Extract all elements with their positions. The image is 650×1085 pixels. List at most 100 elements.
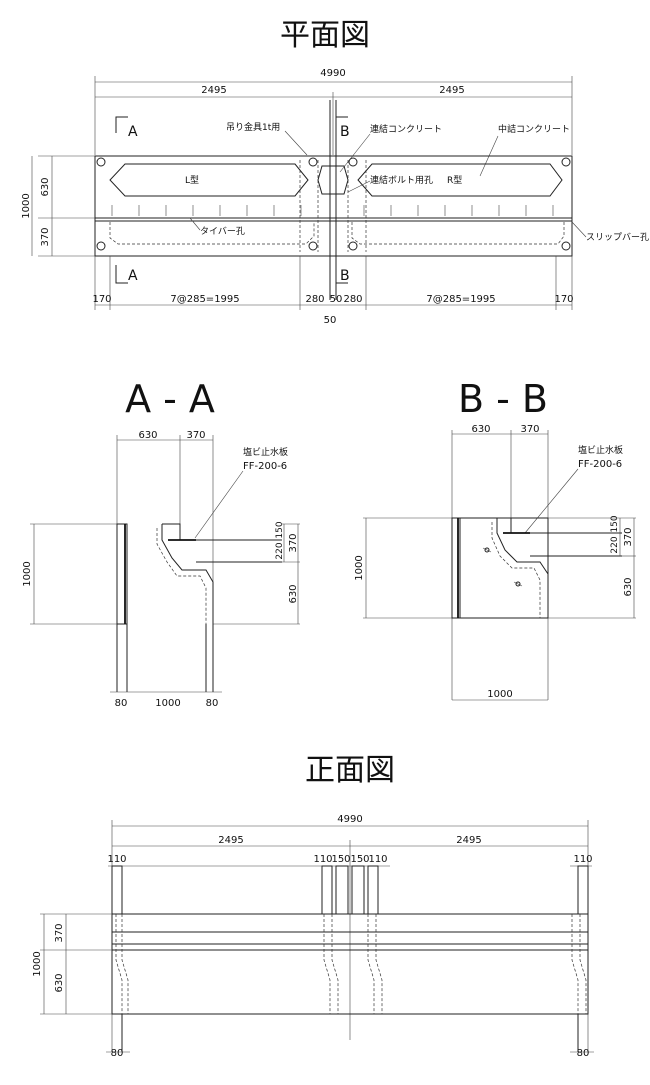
bb-dim-220: 220 <box>610 536 620 553</box>
aa-dim-630-v: 630 <box>288 584 299 603</box>
front-dim-630: 630 <box>54 973 65 992</box>
front-posts <box>111 865 589 915</box>
plan-dim-overall: 4990 <box>320 68 345 79</box>
plan-hidden-right <box>351 222 565 245</box>
plan-dim-170-left: 170 <box>92 294 111 305</box>
bb-left-strip <box>451 517 461 619</box>
section-a-label-bottom: A <box>128 268 138 284</box>
front-dim-half-left: 2495 <box>218 835 243 846</box>
bb-profile-hidden <box>491 522 541 618</box>
octagon-left <box>109 163 309 197</box>
bb-dim-1000: 1000 <box>354 555 365 580</box>
aa-profile-left <box>161 524 214 624</box>
aa-dim-1000: 1000 <box>22 561 33 586</box>
leader-tie-bar <box>189 217 201 231</box>
front-dim-half-right: 2495 <box>456 835 481 846</box>
octagon-center <box>317 165 349 195</box>
bb-label-waterstop-code: FF-200-6 <box>578 459 622 470</box>
bb-leader-waterstop <box>524 468 579 534</box>
aa-dim-370: 370 <box>186 430 205 441</box>
bb-dim-370-v: 370 <box>623 527 634 546</box>
aa-dim-370-v: 370 <box>288 533 299 552</box>
front-title: 正面図 <box>305 753 395 788</box>
section-bb-title: B - B <box>458 377 548 421</box>
lifting-points <box>96 157 571 251</box>
front-body <box>111 913 589 1015</box>
aa-profile-top <box>162 523 282 541</box>
plan-dim-half-right: 2495 <box>439 85 464 96</box>
label-slip-bar: スリップバー孔 <box>586 232 649 243</box>
section-bb-view: B - B 630 370 塩ビ止水板 FF-200-6 1000 150 <box>354 377 636 701</box>
bb-dim-150: 150 <box>610 515 620 532</box>
section-b-label-bottom: B <box>340 268 350 284</box>
plan-dim-50-bottom: 50 <box>324 315 337 326</box>
front-dim-370: 370 <box>54 923 65 942</box>
aa-dim-1000-bottom: 1000 <box>155 698 180 709</box>
aa-leader-waterstop <box>194 470 244 539</box>
plan-dim-280-right: 280 <box>343 294 362 305</box>
section-a-marker-top <box>115 116 128 133</box>
plan-dim-630: 630 <box>40 177 51 196</box>
section-aa-title: A - A <box>125 377 215 421</box>
front-dim-110-2: 110 <box>313 854 332 865</box>
label-joint-concrete: 連結コンクリート <box>370 123 442 135</box>
plan-dim-280-left: 280 <box>305 294 324 305</box>
section-aa-view: A - A 630 370 塩ビ止水板 FF-200-6 1000 150 <box>22 377 300 709</box>
bb-bolt-markers <box>482 547 523 587</box>
front-dim-150-2: 150 <box>350 854 369 865</box>
front-dim-110-4: 110 <box>573 854 592 865</box>
plan-view: 平面図 4990 2495 2495 A B 吊り金具1t用 連結コンクリート … <box>21 18 649 326</box>
plan-dim-pitch-right: 7@285=1995 <box>426 294 495 305</box>
label-lifting: 吊り金具1t用 <box>226 121 280 133</box>
aa-dim-80-right: 80 <box>206 698 219 709</box>
front-hidden-lines <box>115 914 587 1014</box>
label-tie-bar: タイバー孔 <box>200 226 245 237</box>
leader-lifting <box>284 130 308 156</box>
front-dim-overall: 4990 <box>337 814 362 825</box>
label-bolt-hole: 連結ボルト用孔 <box>370 174 433 186</box>
bb-label-waterstop: 塩ビ止水板 <box>578 444 623 456</box>
aa-label-waterstop: 塩ビ止水板 <box>243 446 288 458</box>
section-a-marker-bottom <box>115 265 128 284</box>
plan-dim-50-top: 50 <box>330 294 343 305</box>
plan-dim-pitch-left: 7@285=1995 <box>170 294 239 305</box>
aa-label-waterstop-code: FF-200-6 <box>243 461 287 472</box>
bb-dim-370: 370 <box>520 424 539 435</box>
aa-dim-220: 220 <box>275 542 285 559</box>
bb-profile-left <box>496 518 549 575</box>
label-l-type: L型 <box>185 175 199 186</box>
front-dim-80-right: 80 <box>577 1048 590 1059</box>
aa-left-panel <box>116 523 128 625</box>
front-dim-110-3: 110 <box>368 854 387 865</box>
plan-dim-170-right: 170 <box>554 294 573 305</box>
section-b-marker-bottom <box>335 265 348 284</box>
front-dim-150-1: 150 <box>331 854 350 865</box>
section-b-label-top: B <box>340 124 350 140</box>
plan-dim-370: 370 <box>40 227 51 246</box>
plan-hidden-left <box>109 222 315 245</box>
bb-dim-1000-bottom: 1000 <box>487 689 512 700</box>
front-dim-1000: 1000 <box>32 951 43 976</box>
leader-slip-bar <box>571 221 587 238</box>
front-view: 正面図 4990 2495 2495 110 110 150 150 110 1… <box>32 753 594 1059</box>
plan-outline <box>94 155 573 257</box>
plan-title: 平面図 <box>280 18 370 53</box>
section-a-label-top: A <box>128 124 138 140</box>
front-dim-80-left: 80 <box>111 1048 124 1059</box>
aa-dim-80-left: 80 <box>115 698 128 709</box>
aa-profile-hidden <box>156 528 207 624</box>
aa-dim-150: 150 <box>275 521 285 538</box>
tie-bar-holes <box>111 205 554 216</box>
label-fill-concrete: 中詰コンクリート <box>498 123 570 135</box>
bb-profile-top <box>497 517 622 534</box>
leader-joint-concrete <box>339 133 371 173</box>
plan-dim-half-left: 2495 <box>201 85 226 96</box>
bb-dim-630-v: 630 <box>623 577 634 596</box>
front-dim-110-1: 110 <box>107 854 126 865</box>
octagon-right <box>357 163 563 197</box>
aa-dim-630: 630 <box>138 430 157 441</box>
label-r-type: R型 <box>447 175 462 186</box>
plan-dim-1000: 1000 <box>21 193 32 218</box>
